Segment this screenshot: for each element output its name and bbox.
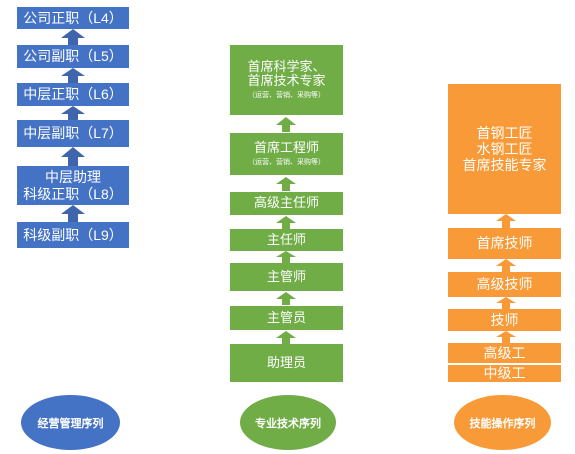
level-label: 首钢工匠	[476, 124, 533, 141]
level-label: 主管员	[266, 309, 306, 325]
level-box-master-craftsman: 首钢工匠 水钢工匠 首席技能专家	[448, 84, 561, 214]
level-label: 高级工	[483, 344, 526, 361]
level-box-senior-principal: 高级主任师	[230, 192, 343, 215]
level-label: 高级主任师	[253, 195, 319, 211]
level-box-chief-technician: 首席技师	[448, 228, 561, 259]
level-label: 公司副职（L5）	[23, 48, 123, 65]
up-arrow-icon	[276, 251, 296, 263]
skills-sequence-oval: 技能操作序列	[454, 395, 551, 450]
up-arrow-icon	[276, 331, 296, 344]
level-note: （运营、营销、采购等）	[248, 92, 325, 100]
level-label: 首席技师	[476, 235, 533, 252]
level-box-l8: 中层助理 科级正职（L8）	[17, 166, 129, 205]
up-arrow-icon	[61, 106, 85, 120]
up-arrow-icon	[61, 147, 85, 166]
level-label: 中层助理	[45, 169, 101, 186]
level-label: 首席技术专家	[247, 73, 326, 89]
level-box-chief-scientist: 首席科学家、 首席技术专家 （运营、营销、采购等）	[230, 45, 343, 115]
level-label: 中层正职（L6）	[23, 86, 123, 103]
level-label: 科级正职（L8）	[23, 185, 123, 202]
level-note: （运营、营销、采购等）	[248, 158, 325, 166]
level-box-staff: 主管员	[230, 306, 343, 330]
level-label: 科级副职（L9）	[23, 226, 123, 243]
up-arrow-icon	[276, 117, 296, 132]
level-label: 首席科学家、	[247, 58, 326, 74]
level-label: 主任师	[266, 231, 306, 247]
level-label: 公司正职（L4）	[23, 9, 123, 26]
level-box-l7: 中层副职（L7）	[17, 120, 129, 147]
level-box-supervisor: 主管师	[230, 263, 343, 291]
level-box-chief-engineer: 首席工程师 （运营、营销、采购等）	[230, 133, 343, 175]
level-label: 首席工程师	[253, 140, 319, 155]
up-arrow-icon	[61, 29, 85, 45]
level-box-principal: 主任师	[230, 229, 343, 251]
up-arrow-icon	[496, 259, 516, 272]
level-box-l4: 公司正职（L4）	[17, 7, 129, 29]
up-arrow-icon	[496, 331, 516, 343]
up-arrow-icon	[276, 292, 296, 305]
level-label: 中级工	[483, 365, 526, 382]
up-arrow-icon	[61, 68, 85, 83]
up-arrow-icon	[276, 177, 296, 191]
up-arrow-icon	[496, 214, 516, 228]
up-arrow-icon	[496, 297, 516, 309]
level-box-l9: 科级副职（L9）	[17, 222, 129, 248]
sequence-name: 专业技术序列	[255, 417, 321, 430]
up-arrow-icon	[276, 216, 296, 229]
level-label: 技师	[490, 311, 519, 328]
level-box-intermediate-worker: 中级工	[448, 364, 561, 382]
level-label: 主管师	[266, 268, 306, 284]
level-box-senior-technician: 高级技师	[448, 272, 561, 297]
level-box-technician: 技师	[448, 309, 561, 331]
level-label: 首席技能专家	[462, 157, 547, 174]
technical-sequence-oval: 专业技术序列	[240, 395, 336, 450]
level-label: 中层副职（L7）	[23, 125, 123, 142]
sequence-name: 技能操作序列	[469, 417, 536, 430]
level-box-assistant: 助理员	[230, 344, 343, 382]
level-box-senior-worker: 高级工	[448, 343, 561, 363]
level-label: 助理员	[266, 354, 306, 370]
level-box-l6: 中层正职（L6）	[17, 83, 129, 106]
management-sequence-oval: 经营管理序列	[21, 395, 120, 450]
up-arrow-icon	[61, 205, 85, 222]
level-label: 高级技师	[476, 276, 533, 293]
level-label: 水钢工匠	[476, 140, 533, 157]
level-box-l5: 公司副职（L5）	[17, 45, 129, 68]
sequence-name: 经营管理序列	[37, 417, 104, 430]
